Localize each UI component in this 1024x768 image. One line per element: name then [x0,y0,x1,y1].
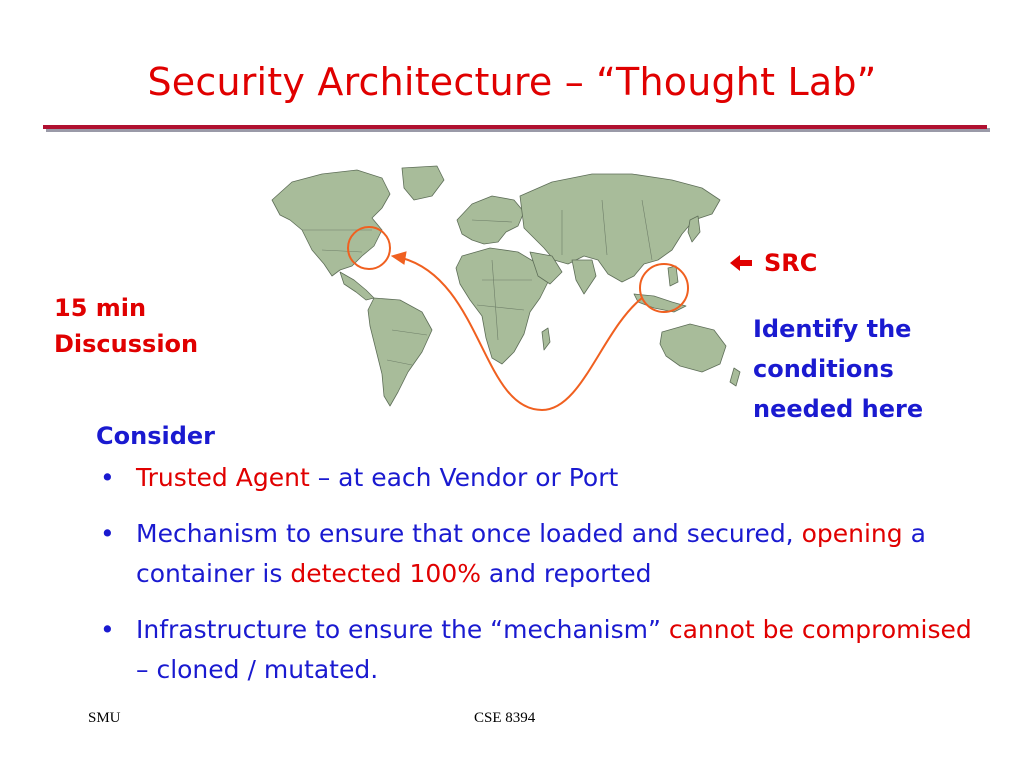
new-zealand-shape [729,367,741,387]
identify-note: Identify the conditions needed here [753,309,993,429]
australia-shape [659,323,727,373]
philippines-shape [667,265,679,287]
world-map-svg [271,165,741,412]
left-arrow-icon [728,249,754,277]
bullet-2-part-1: Mechanism to ensure that once loaded and… [136,519,802,548]
bullet-2-part-5: and reported [480,559,652,588]
arabia-shape [529,251,563,285]
identify-line-2: conditions [753,355,894,383]
discussion-line-2: Discussion [54,330,199,358]
africa-shape [455,247,549,365]
south-america-shape [367,297,433,407]
central-america-shape [339,271,375,301]
bullet-1-part-1: Trusted Agent [136,463,310,492]
bullet-list: • Trusted Agent – at each Vendor or Port… [96,458,976,706]
madagascar-shape [541,327,551,351]
bullet-2-part-4: detected 100% [290,559,481,588]
src-text: SRC [764,249,818,277]
bullet-item: • Trusted Agent – at each Vendor or Port [96,458,976,498]
bullet-item: • Mechanism to ensure that once loaded a… [96,514,976,594]
footer-organization: SMU [88,710,121,726]
slide-title: Security Architecture – “Thought Lab” [147,60,877,104]
india-shape [571,259,597,295]
bullet-2-part-2: opening [801,519,903,548]
route-arrowhead [390,251,407,265]
identify-line-3: needed here [753,395,924,423]
bullet-dot: • [100,463,115,492]
src-label: SRC [728,249,817,277]
greenland-shape [401,165,445,201]
source-circle [639,263,689,313]
bullet-dot: • [100,519,115,548]
discussion-line-1: 15 min [54,294,147,322]
bullet-3-part-1: Infrastructure to ensure the “mechanism” [136,615,669,644]
bullet-3-part-2: cannot be compromised [668,615,972,644]
europe-shape [456,195,525,245]
bullet-1-part-2: – at each Vendor or Port [309,463,619,492]
indonesia-shape [633,293,687,313]
world-map [262,160,742,415]
consider-heading: Consider [96,422,215,450]
identify-line-1: Identify the [753,315,912,343]
discussion-note: 15 min Discussion [54,290,198,362]
japan-shape [687,215,701,243]
destination-circle [347,226,391,270]
bullet-dot: • [100,615,115,644]
title-rule [43,125,987,129]
bullet-item: • Infrastructure to ensure the “mechanis… [96,610,976,690]
north-america-shape [271,169,391,277]
title-rule-shadow [46,128,990,132]
asia-shape [519,173,721,283]
bullet-3-part-3: – cloned / mutated. [136,655,379,684]
route-line [401,257,643,412]
footer-course: CSE 8394 [474,710,536,726]
bullet-2-part-3: a container is [136,519,926,588]
